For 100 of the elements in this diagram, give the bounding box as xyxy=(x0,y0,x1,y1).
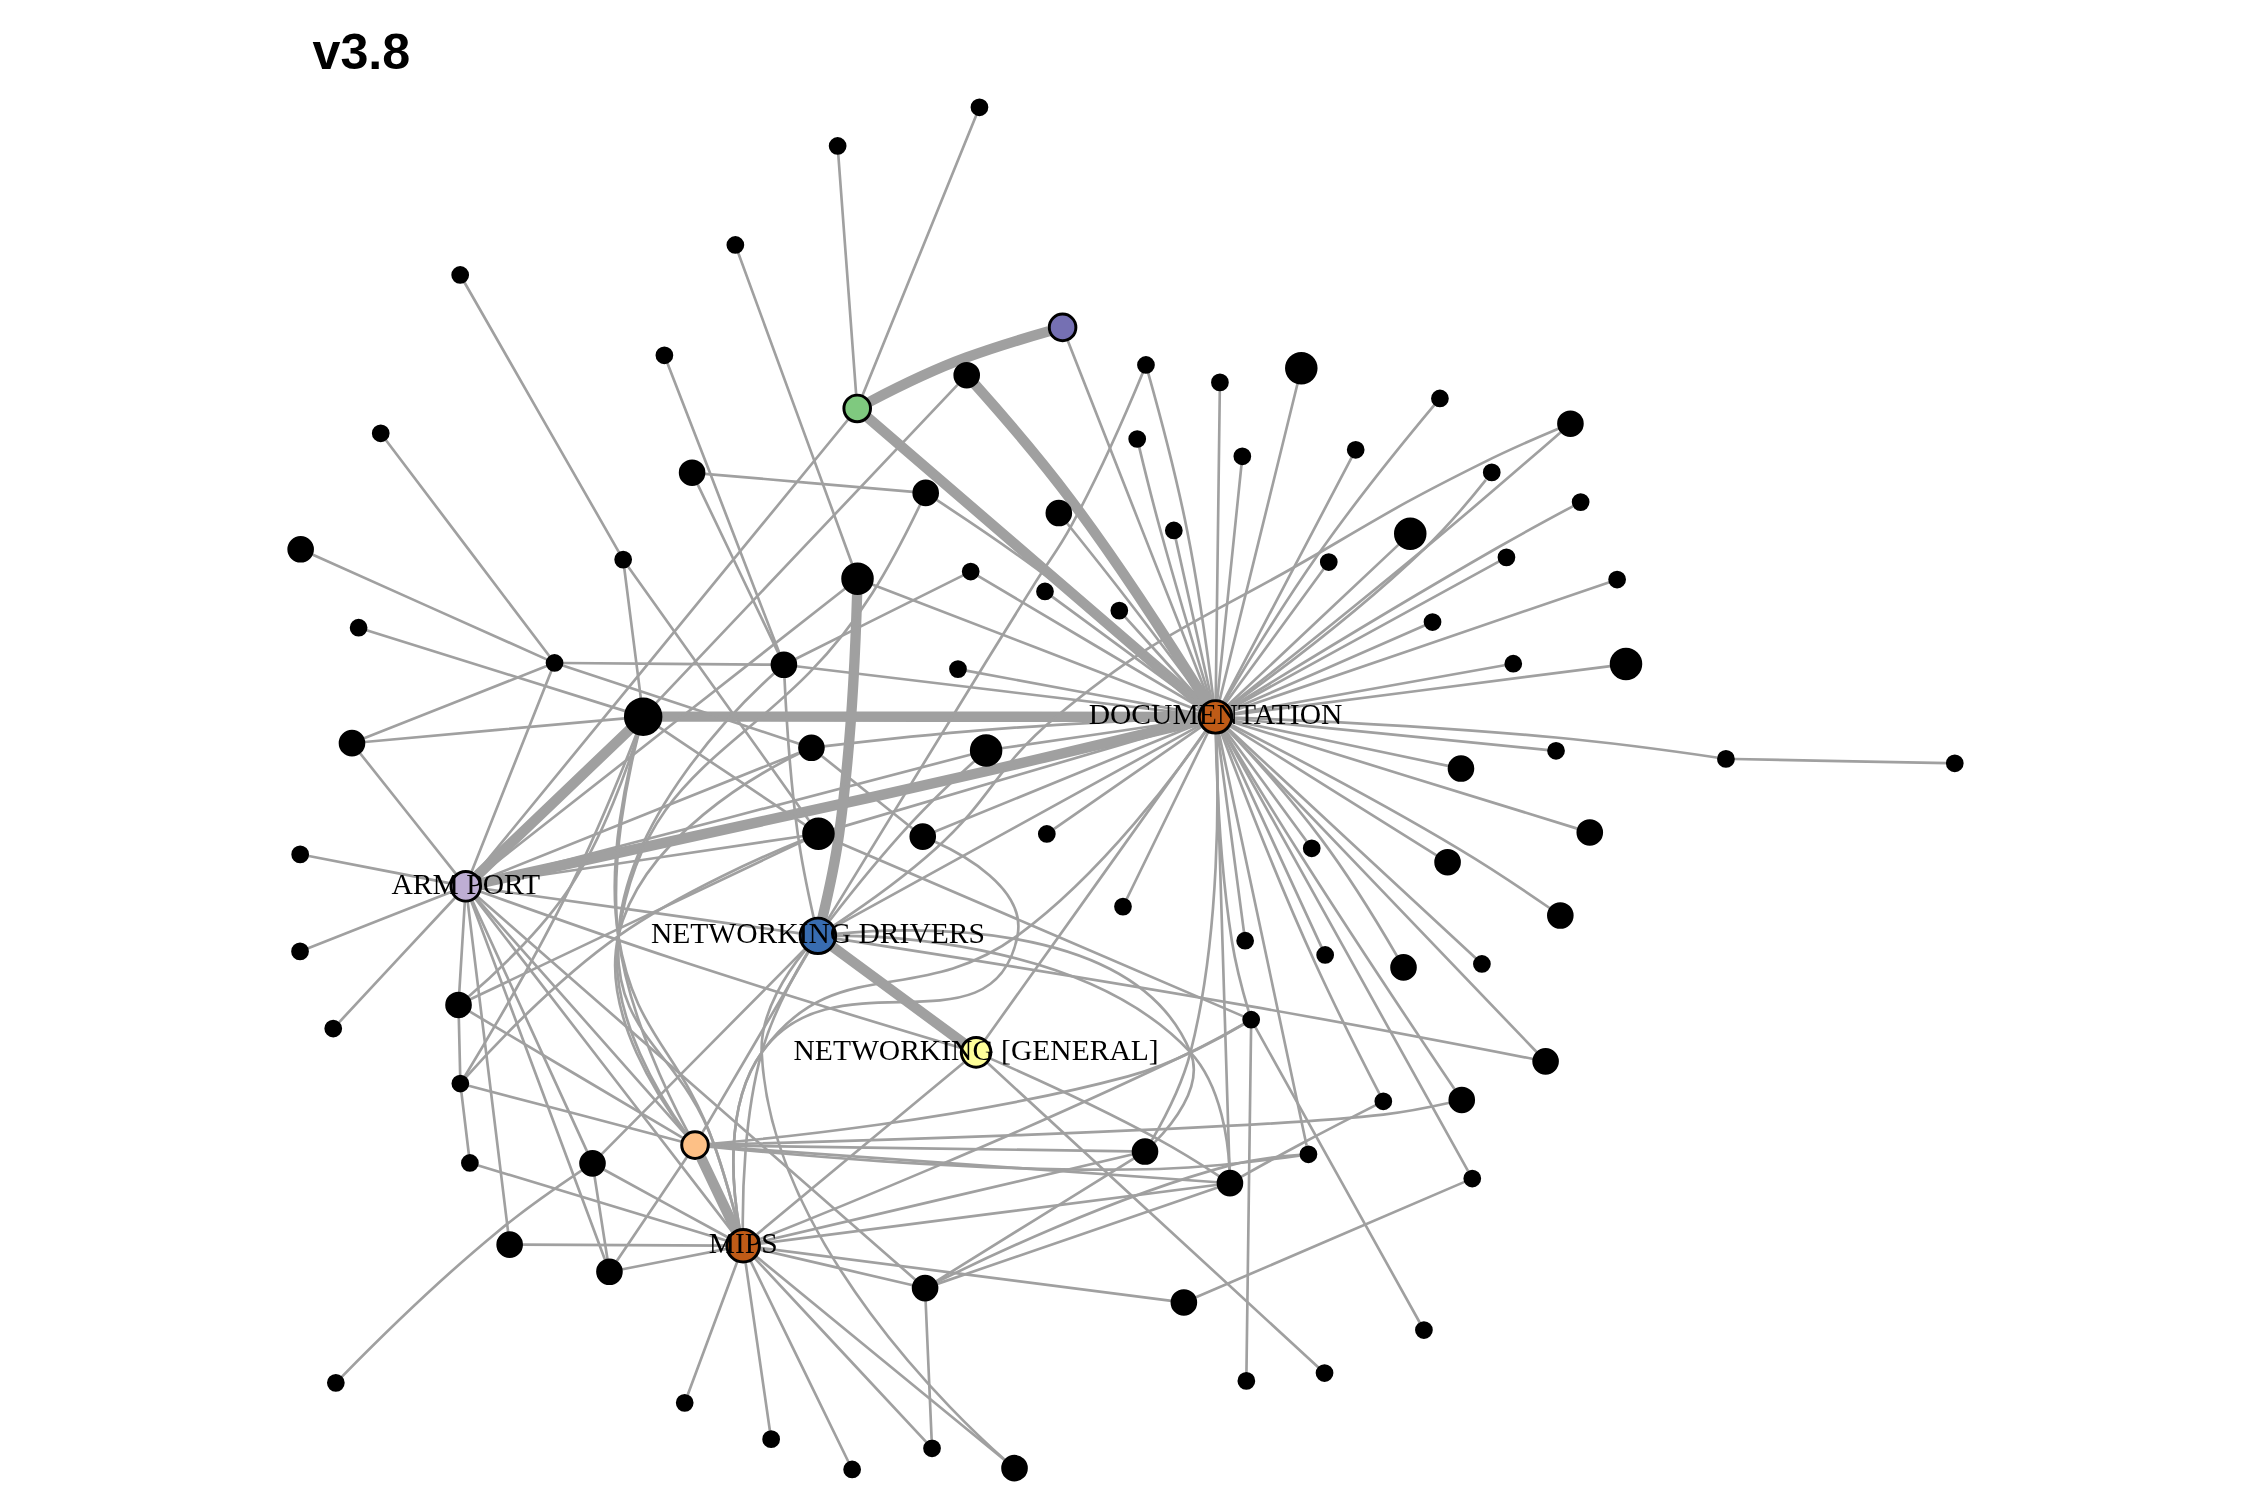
connector xyxy=(1222,403,1436,703)
node-circle xyxy=(1037,825,1056,843)
node-circle xyxy=(1609,647,1642,681)
connector xyxy=(731,729,1207,1230)
connector xyxy=(835,937,1533,1061)
connector xyxy=(306,854,451,885)
connector xyxy=(1124,731,1209,901)
node-circle xyxy=(970,98,988,117)
connector xyxy=(828,942,967,1048)
node-circle xyxy=(460,1154,479,1172)
connector xyxy=(704,472,913,494)
connector xyxy=(759,1248,913,1287)
connector xyxy=(1222,730,1456,1091)
connector xyxy=(358,752,457,875)
connector xyxy=(1244,1027,1252,1374)
connector xyxy=(1733,757,1947,765)
connector xyxy=(654,383,959,705)
node-circle xyxy=(1346,440,1365,459)
node-circle xyxy=(840,562,874,596)
connector xyxy=(758,1183,1218,1245)
connector xyxy=(465,901,510,1233)
node-circle xyxy=(828,137,846,155)
connector xyxy=(600,948,805,1156)
connector xyxy=(736,251,854,565)
node-circle xyxy=(1302,839,1321,858)
connector xyxy=(469,900,606,1261)
connector xyxy=(457,901,466,993)
connector xyxy=(748,1259,850,1464)
connector xyxy=(1225,728,1398,958)
connector xyxy=(661,711,1199,723)
node-circle xyxy=(761,1430,780,1448)
connector xyxy=(743,1262,771,1432)
connector xyxy=(1226,543,1400,706)
connector xyxy=(1194,1180,1466,1299)
node-circle xyxy=(1210,373,1229,392)
connector xyxy=(989,1057,1221,1178)
node-circle xyxy=(1127,430,1146,448)
node-circle xyxy=(595,1258,623,1286)
node-circle xyxy=(326,1374,345,1392)
connector xyxy=(754,1255,1005,1461)
connector xyxy=(1224,730,1308,843)
connector xyxy=(462,281,620,554)
connector xyxy=(1221,731,1323,949)
connector xyxy=(686,1260,739,1396)
node-circle xyxy=(675,1394,694,1412)
connector xyxy=(337,896,456,1023)
connector xyxy=(1228,723,1551,910)
connector xyxy=(614,734,690,1134)
connector xyxy=(1221,730,1469,1172)
connector xyxy=(1221,455,1353,703)
node-circle xyxy=(1000,1454,1028,1482)
connector xyxy=(1253,1025,1421,1324)
connector xyxy=(615,503,922,1135)
node-circle xyxy=(1232,447,1251,466)
node-circle xyxy=(952,361,980,389)
connector xyxy=(1219,732,1381,1095)
connector xyxy=(1137,446,1212,701)
connector xyxy=(521,1243,726,1247)
node-circle xyxy=(1945,754,1964,773)
node-circle xyxy=(444,991,472,1019)
node-circle xyxy=(1319,553,1338,571)
node-circle xyxy=(1315,946,1334,964)
connector xyxy=(1173,537,1213,702)
node-circle xyxy=(1575,819,1603,846)
connector xyxy=(1146,372,1215,701)
node-circle xyxy=(1035,582,1054,601)
node-circle xyxy=(1531,1048,1559,1075)
connector xyxy=(475,895,917,1281)
connector xyxy=(470,899,589,1153)
connector xyxy=(1217,733,1308,1147)
connector xyxy=(793,573,964,661)
node-circle xyxy=(1235,931,1254,950)
node-circle xyxy=(623,697,662,736)
connector xyxy=(1217,382,1299,702)
connector xyxy=(1226,727,1477,960)
node-circle xyxy=(1113,897,1132,916)
connector xyxy=(340,1169,583,1378)
node-circle xyxy=(678,459,705,487)
connector xyxy=(561,661,772,666)
node-circle xyxy=(726,236,744,254)
connector xyxy=(923,1300,933,1440)
connector xyxy=(474,896,686,1136)
node-circle xyxy=(908,823,936,850)
connector xyxy=(820,754,914,831)
connector xyxy=(602,1168,729,1239)
node-circle xyxy=(1571,493,1589,511)
connector xyxy=(935,1185,1219,1286)
connector xyxy=(700,951,809,1135)
node-circle xyxy=(1716,750,1735,768)
connector xyxy=(1228,724,1438,857)
node-circle xyxy=(1284,352,1318,385)
connector xyxy=(827,759,976,922)
node-circle xyxy=(679,1130,710,1160)
connector xyxy=(757,1022,1245,1241)
node-circle xyxy=(969,734,1002,767)
connector xyxy=(467,1010,683,1139)
node-circle xyxy=(323,1019,342,1038)
connector xyxy=(1216,734,1245,934)
node-circle xyxy=(451,1074,469,1093)
node-circle xyxy=(290,845,309,864)
